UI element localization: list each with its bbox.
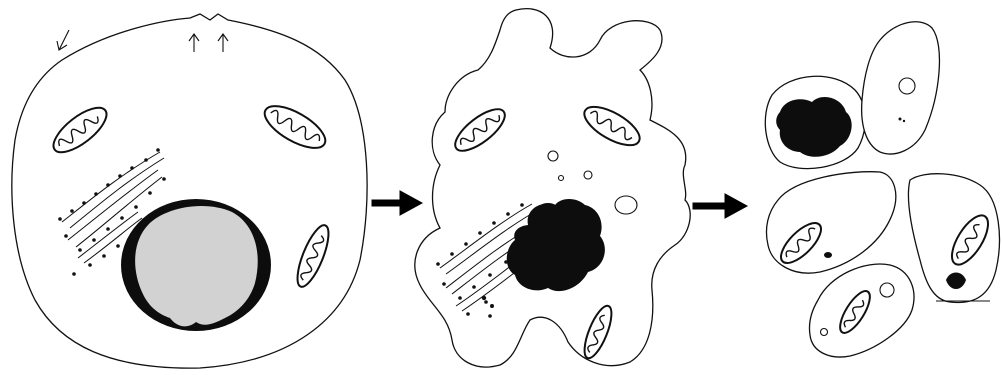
apoptotic-body (908, 174, 999, 303)
apoptotic-body (809, 264, 913, 357)
vacuole (559, 176, 564, 181)
vacuole (584, 171, 592, 179)
apoptotic-body (766, 172, 895, 273)
vacuole (548, 151, 558, 161)
vacuole (615, 196, 637, 214)
apoptotic-bodies (765, 22, 999, 357)
apoptotic-body (765, 76, 865, 168)
normal-cell (12, 14, 367, 368)
transition-arrow (693, 194, 747, 218)
apoptotic-body (862, 22, 940, 154)
nucleoplasm (135, 206, 258, 326)
transition-arrow (372, 191, 422, 215)
blebbing-cell (415, 9, 690, 367)
nucleus (121, 199, 271, 331)
arrow-indicator-left (57, 30, 69, 50)
cell-membrane (415, 9, 690, 367)
